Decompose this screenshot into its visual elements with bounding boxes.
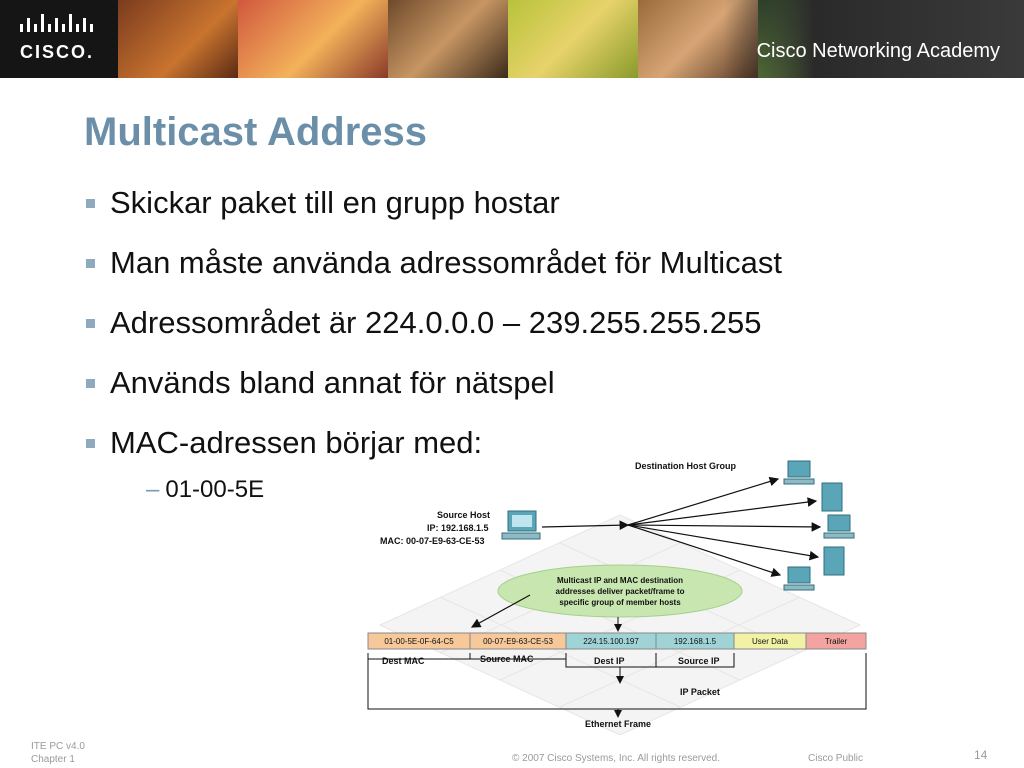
- banner-photo-2: [238, 0, 388, 78]
- frame-brackets: [367, 653, 867, 718]
- ip-packet-label: IP Packet: [680, 687, 720, 697]
- header-banner: CISCO. Cisco Networking Academy: [0, 0, 1024, 78]
- bullet-square-icon: [86, 259, 95, 268]
- field-label-source-mac: Source MAC: [480, 654, 534, 664]
- cisco-logo-text: CISCO.: [20, 42, 95, 62]
- bullet-text: MAC-adressen börjar med:: [110, 425, 483, 460]
- bullet-list: Skickar paket till en grupp hostar Man m…: [84, 185, 984, 485]
- frame-cell-text: User Data: [752, 637, 789, 646]
- ethernet-frame-label: Ethernet Frame: [585, 719, 651, 729]
- dash-icon: –: [146, 476, 160, 503]
- bubble-text-line: specific group of member hosts: [559, 598, 681, 607]
- footer-classification: Cisco Public: [808, 753, 864, 764]
- diagram-grid: [378, 514, 862, 735]
- bullet-item: Man måste använda adressområdet för Mult…: [84, 245, 984, 305]
- field-label-source-ip: Source IP: [678, 656, 720, 666]
- bullet-text: Adressområdet är 224.0.0.0 – 239.255.255…: [110, 305, 762, 340]
- frame-cell-text: 00-07-E9-63-CE-53: [483, 637, 553, 646]
- cisco-bridge-icon: [20, 14, 93, 32]
- academy-title: Cisco Networking Academy: [756, 40, 1000, 62]
- frame-cell-text: 01-00-5E-0F-64-C5: [384, 637, 454, 646]
- slide-page-number: 14: [974, 748, 988, 762]
- frame-cell-text: 224.15.100.197: [583, 637, 639, 646]
- destination-computer-icon: [823, 514, 855, 539]
- destination-server-icon: [823, 546, 845, 576]
- source-mac-label: MAC: 00-07-E9-63-CE-53: [380, 536, 485, 546]
- bullet-text: Används bland annat för nätspel: [110, 365, 555, 400]
- cisco-logo: CISCO.: [0, 0, 118, 78]
- sub-bullet-text: 01-00-5E: [165, 476, 265, 503]
- bullet-square-icon: [86, 319, 95, 328]
- bullet-square-icon: [86, 439, 95, 448]
- frame-cell-bg: [805, 632, 867, 650]
- source-host-computer-icon: [501, 510, 541, 540]
- bubble-pointer-arrow: [470, 594, 531, 628]
- destination-group-label: Destination Host Group: [635, 461, 737, 471]
- multicast-arrows: [541, 476, 822, 577]
- destination-computer-icon: [783, 566, 815, 591]
- field-label-dest-mac: Dest MAC: [382, 656, 425, 666]
- bullet-text: Skickar paket till en grupp hostar: [110, 185, 560, 220]
- bullet-square-icon: [86, 379, 95, 388]
- frame-row: 01-00-5E-0F-64-C5 00-07-E9-63-CE-53 224.…: [367, 632, 867, 650]
- bubble-text-line: addresses deliver packet/frame to: [556, 587, 685, 596]
- bullet-item: Skickar paket till en grupp hostar: [84, 185, 984, 245]
- footer-course-info: ITE PC v4.0 Chapter 1: [31, 740, 85, 766]
- bubble-text-line: Multicast IP and MAC destination: [557, 576, 683, 585]
- banner-photo-1: [118, 0, 238, 78]
- bullet-item: Används bland annat för nätspel: [84, 365, 984, 425]
- frame-cell-text: 192.168.1.5: [674, 637, 717, 646]
- bullet-item: Adressområdet är 224.0.0.0 – 239.255.255…: [84, 305, 984, 365]
- banner-photo-3: [388, 0, 508, 78]
- bullet-text: Man måste använda adressområdet för Mult…: [110, 245, 782, 280]
- field-label-dest-ip: Dest IP: [594, 656, 625, 666]
- frame-cell-text: Trailer: [825, 637, 848, 646]
- explanation-bubble: [497, 564, 743, 618]
- source-host-label: Source Host: [437, 510, 490, 520]
- bullet-item: MAC-adressen börjar med:: [84, 425, 984, 485]
- banner-photo-4: [508, 0, 638, 78]
- footer-chapter-line: Chapter 1: [31, 754, 75, 765]
- slide-title: Multicast Address: [84, 110, 428, 154]
- destination-server-icon: [821, 482, 843, 512]
- source-ip-label: IP: 192.168.1.5: [427, 523, 489, 533]
- destination-computer-icon: [783, 460, 815, 485]
- footer-course-line: ITE PC v4.0: [31, 741, 85, 752]
- footer-copyright: © 2007 Cisco Systems, Inc. All rights re…: [512, 753, 721, 764]
- bullet-square-icon: [86, 199, 95, 208]
- sub-bullet: –01-00-5E: [146, 476, 264, 504]
- academy-overlay: [724, 0, 1024, 78]
- multicast-diagram: Destination Host Group Source Host IP: 1…: [360, 455, 880, 735]
